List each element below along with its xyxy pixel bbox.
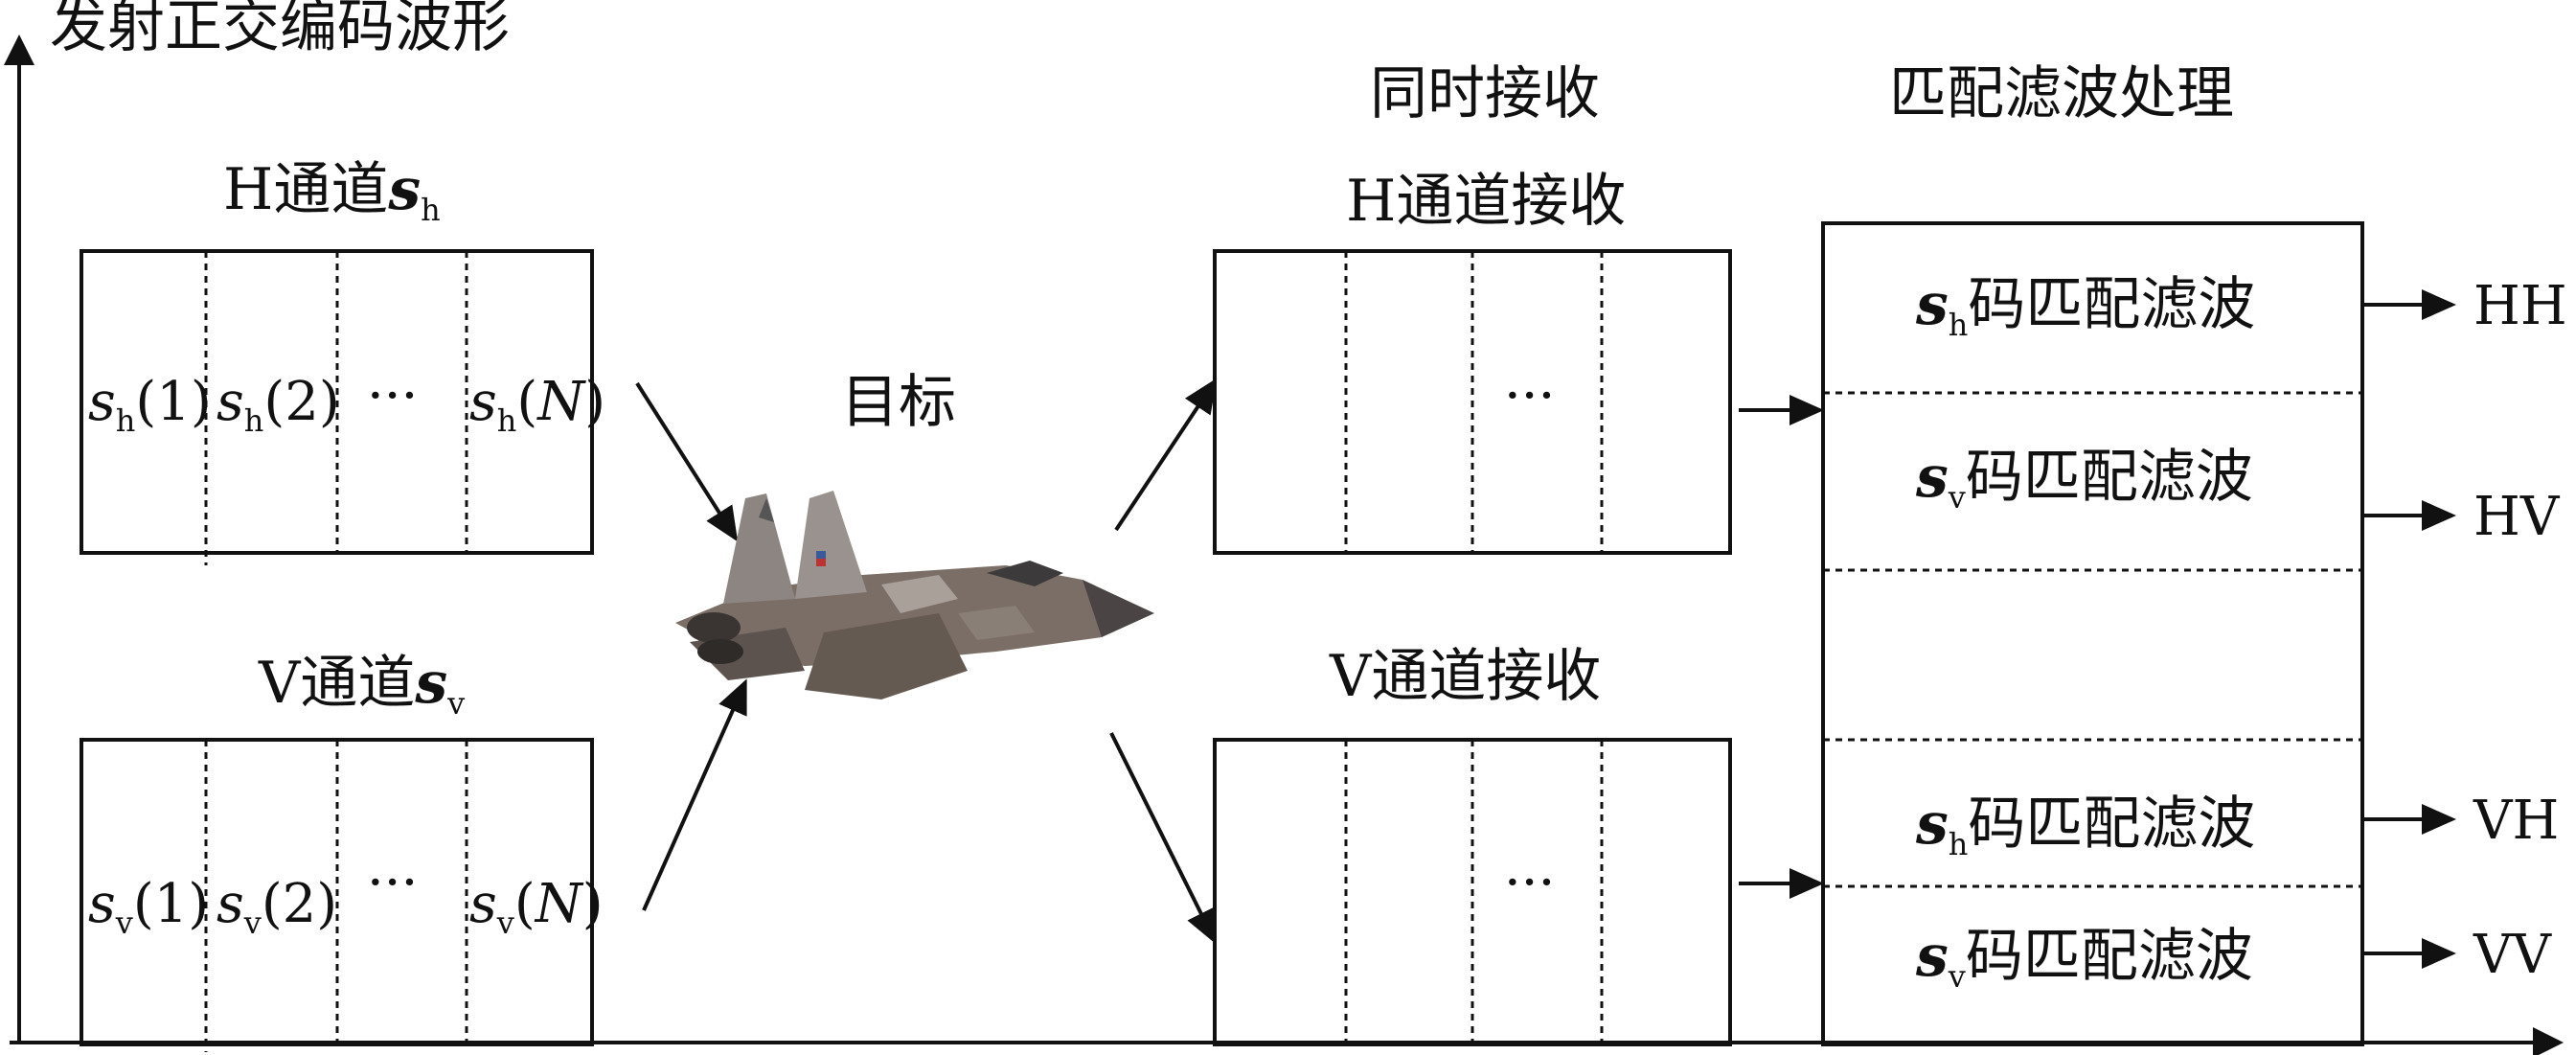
rx-v-title: V通道接收 (1329, 643, 1601, 710)
tx-v-cell-ellipsis: ··· (367, 852, 418, 914)
tx-v-title: V通道sv (258, 650, 465, 722)
filter-row-2: sv码匹配滤波 (1915, 444, 2253, 516)
jet-aircraft-icon (675, 491, 1154, 700)
arrow-tx-h-to-target (635, 381, 739, 542)
tx-v-title-prefix: V通道 (258, 650, 415, 717)
tx-h-title: H通道sh (223, 156, 441, 228)
tx-v-cell-2: sv(2) (217, 873, 337, 941)
filter-row-4: sv码匹配滤波 (1915, 923, 2253, 995)
tx-v-title-var: s (414, 650, 447, 717)
tx-h-cell-2: sh(2) (217, 371, 340, 439)
axis-label: 发射正交编码波形 (50, 0, 510, 60)
tx-h-cell-n: sh(N) (469, 371, 605, 439)
filter-row-1: sh码匹配滤波 (1915, 271, 2255, 343)
output-label-hh: HH (2473, 275, 2567, 337)
arrow-target-to-rx-h (1114, 378, 1218, 532)
filter-row-3: sh码匹配滤波 (1915, 791, 2255, 862)
tx-h-title-sub: h (421, 192, 441, 228)
output-label-vv: VV (2473, 924, 2552, 986)
filter-box (1821, 221, 2364, 1046)
tx-h-cell-1: sh(1) (88, 371, 212, 439)
rx-h-ellipsis: ··· (1504, 365, 1555, 427)
output-label-vh: VH (2473, 790, 2559, 852)
tx-h-title-var: s (387, 156, 421, 223)
filter-header: 匹配滤波处理 (1889, 60, 2234, 127)
tx-v-cell-1: sv(1) (88, 873, 209, 941)
output-label-hv: HV (2473, 486, 2561, 548)
rx-h-title: H通道接收 (1346, 168, 1626, 235)
tx-h-title-prefix: H通道 (223, 156, 388, 223)
rx-v-ellipsis: ··· (1504, 852, 1555, 914)
receive-header: 同时接收 (1370, 60, 1600, 127)
tx-v-title-sub: v (446, 685, 465, 722)
tx-v-cell-n: sv(N) (469, 873, 604, 941)
arrow-target-to-rx-v (1109, 732, 1217, 945)
tx-h-cell-ellipsis: ··· (367, 365, 418, 427)
arrow-tx-v-to-target (642, 678, 747, 911)
target-label: 目标 (841, 369, 956, 436)
